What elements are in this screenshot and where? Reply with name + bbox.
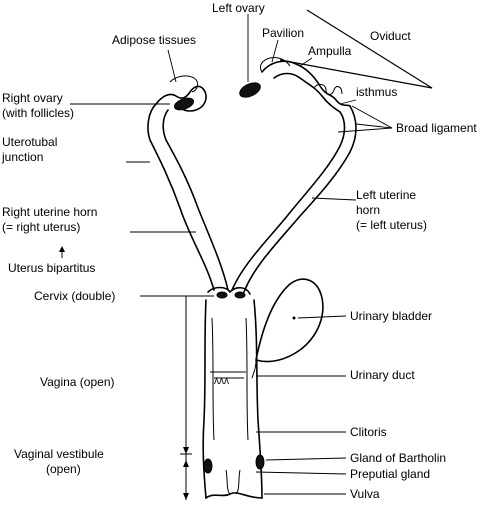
label-vaginal-vestibule-2: (open) xyxy=(46,462,81,476)
label-uterotubal-2: junction xyxy=(1,150,43,164)
label-vaginal-vestibule-1: Vaginal vestibule xyxy=(14,447,104,461)
vagina-body: ᴧᴧᴧ xyxy=(202,299,263,499)
left-ovary xyxy=(239,82,261,98)
label-isthmus: isthmus xyxy=(356,85,397,99)
arrow-up-icon xyxy=(59,246,65,258)
label-gland-of-bartholin: Gland of Bartholin xyxy=(350,451,446,465)
label-vagina: Vagina (open) xyxy=(40,375,115,389)
leader-lines xyxy=(70,14,393,495)
cervix-shape xyxy=(207,286,251,299)
label-broad-ligament: Broad ligament xyxy=(396,121,477,135)
label-oviduct: Oviduct xyxy=(370,29,411,43)
svg-text:ᴧᴧᴧ: ᴧᴧᴧ xyxy=(214,376,229,387)
right-ovary xyxy=(173,97,195,111)
length-markers xyxy=(180,295,192,500)
label-right-ovary-1: Right ovary xyxy=(2,91,63,105)
label-right-horn-1: Right uterine horn xyxy=(2,205,97,219)
label-preputial-gland: Preputial gland xyxy=(350,467,430,481)
label-left-horn-2: horn xyxy=(356,203,380,217)
urinary-duct-shape xyxy=(251,359,257,379)
urinary-bladder-shape xyxy=(255,278,324,363)
oviduct-bracket xyxy=(279,9,433,89)
label-vulva: Vulva xyxy=(350,487,380,501)
label-right-horn-2: (= right uterus) xyxy=(2,220,80,234)
label-clitoris: Clitoris xyxy=(350,425,387,439)
left-uterine-horn xyxy=(231,57,357,293)
label-left-horn-1: Left uterine xyxy=(356,188,416,202)
label-uterotubal-1: Uterotubal xyxy=(2,135,57,149)
label-left-horn-3: (= left uterus) xyxy=(356,218,427,232)
label-uterus-bipartitus: Uterus bipartitus xyxy=(8,261,95,275)
label-left-ovary: Left ovary xyxy=(212,1,265,15)
label-urinary-bladder: Urinary bladder xyxy=(350,309,432,323)
gland-of-bartholin-left xyxy=(203,458,213,474)
right-uterine-horn xyxy=(147,75,229,291)
label-urinary-duct: Urinary duct xyxy=(350,368,415,382)
label-cervix: Cervix (double) xyxy=(34,289,115,303)
label-pavilion: Pavilion xyxy=(262,26,304,40)
gland-of-bartholin-right xyxy=(255,454,265,470)
label-adipose-tissues: Adipose tissues xyxy=(112,33,196,47)
label-right-ovary-2: (with follicles) xyxy=(2,106,74,120)
label-ampulla: Ampulla xyxy=(308,44,352,58)
